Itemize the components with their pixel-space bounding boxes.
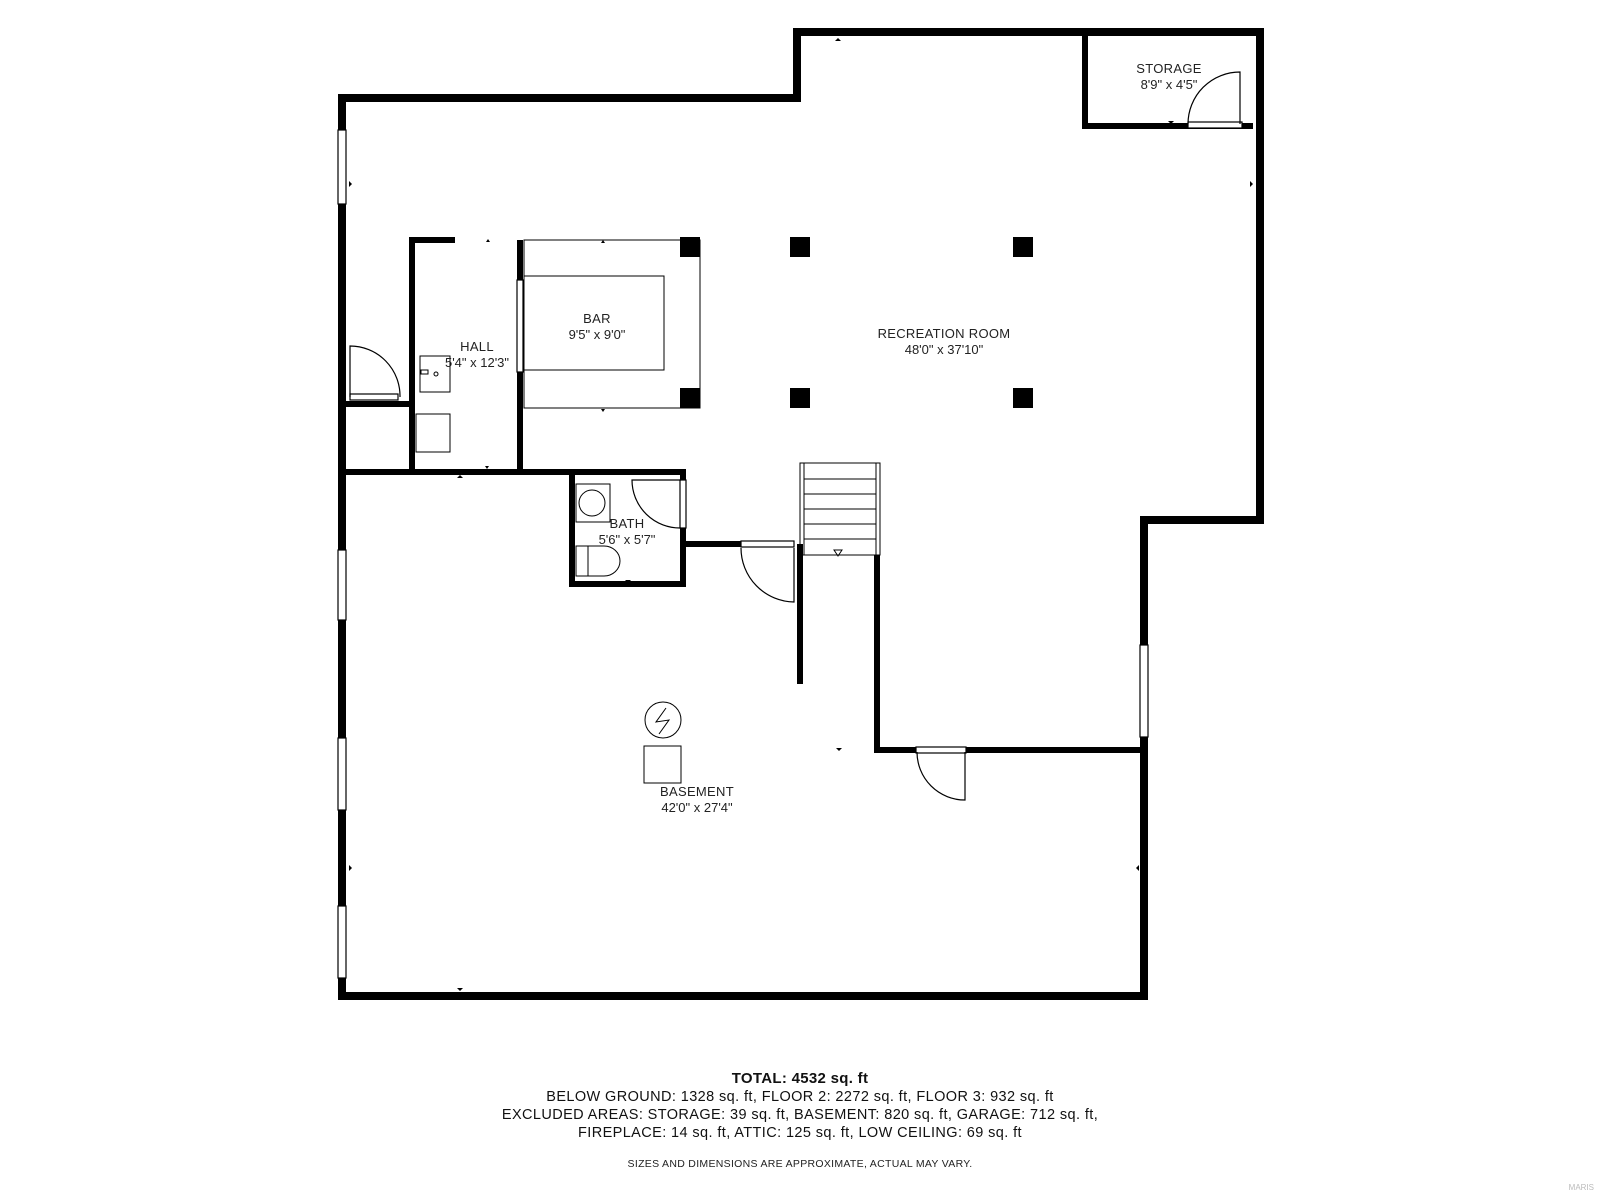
- room-dimensions: 5'4" x 12'3": [444, 355, 510, 370]
- furnace-icon: [643, 745, 682, 784]
- window-west-3: [337, 737, 347, 811]
- bar-counter-inner: [523, 275, 665, 371]
- room-label-basement: BASEMENT 42'0" x 27'4": [660, 784, 734, 816]
- column-5: [790, 388, 810, 408]
- floor-plan: [337, 28, 1264, 1000]
- bar-counter: [523, 239, 701, 409]
- disclaimer: SIZES AND DIMENSIONS ARE APPROXIMATE, AC…: [627, 1158, 973, 1170]
- area-line-1: BELOW GROUND: 1328 sq. ft, FLOOR 2: 2272…: [546, 1089, 1054, 1105]
- area-line-2: EXCLUDED AREAS: STORAGE: 39 sq. ft, BASE…: [501, 1107, 1099, 1123]
- doors: [349, 71, 1243, 801]
- room-label-hall: HALL 5'4" x 12'3": [445, 339, 509, 371]
- room-name: STORAGE: [1136, 61, 1202, 76]
- bath-sink-cabinet: [575, 483, 611, 523]
- room-dimensions: 5'6" x 5'7": [598, 532, 656, 547]
- room-dimensions: 48'0" x 37'10": [904, 342, 984, 357]
- room-name: RECREATION ROOM: [877, 326, 1011, 341]
- room-name: BASEMENT: [660, 784, 734, 799]
- hall-sink: [419, 355, 451, 393]
- basement-north-wall: [342, 469, 686, 587]
- column-3: [1013, 237, 1033, 257]
- door-basement-south: [915, 746, 967, 801]
- hall-cabinet: [415, 413, 451, 453]
- room-name: HALL: [460, 339, 494, 354]
- room-label-bath: BATH 5'6" x 5'7": [599, 516, 656, 548]
- column-1: [680, 237, 700, 257]
- window-east-1: [1139, 644, 1149, 738]
- water-heater-icon: [644, 701, 682, 739]
- exterior-walls: [338, 28, 1264, 1000]
- total-area: TOTAL: 4532 sq. ft: [731, 1070, 869, 1087]
- room-label-storage: STORAGE 8'9" x 4'5": [1136, 61, 1201, 93]
- window-west-2: [337, 549, 347, 621]
- stair-partition-right: [874, 555, 1144, 753]
- door-basement-stair: [740, 540, 795, 603]
- room-label-recreation: RECREATION ROOM 48'0" x 37'10": [878, 326, 1011, 358]
- bath-toilet: [587, 545, 621, 577]
- bath-sink: [578, 489, 606, 517]
- window-west-1: [337, 129, 347, 205]
- watermark: MARIS: [1568, 1183, 1594, 1192]
- exterior-wall-outline: [338, 28, 1264, 1000]
- column-4: [680, 388, 700, 408]
- columns: [680, 237, 1033, 408]
- dimension-ticks: [349, 38, 1253, 991]
- column-6: [1013, 388, 1033, 408]
- window-bar-gap: [516, 279, 524, 373]
- room-dimensions: 8'9" x 4'5": [1140, 77, 1198, 92]
- room-label-bar: BAR 9'5" x 9'0": [569, 311, 626, 343]
- door-storage: [1187, 71, 1243, 129]
- stair-arrow: [833, 549, 843, 557]
- column-2: [790, 237, 810, 257]
- room-name: BATH: [609, 516, 645, 531]
- door-bath: [631, 479, 687, 529]
- room-dimensions: 42'0" x 27'4": [661, 800, 733, 815]
- hall-wall-left: [409, 237, 455, 472]
- area-line-3: FIREPLACE: 14 sq. ft, ATTIC: 125 sq. ft,…: [578, 1125, 1022, 1141]
- stairs: [799, 462, 881, 557]
- room-dimensions: 9'5" x 9'0": [568, 327, 626, 342]
- window-west-4: [337, 905, 347, 979]
- windows: [337, 129, 1149, 979]
- fixtures: [415, 355, 682, 784]
- door-hall-west: [349, 345, 401, 401]
- area-summary: TOTAL: 4532 sq. ft BELOW GROUND: 1328 sq…: [0, 1070, 1600, 1142]
- room-name: BAR: [583, 311, 611, 326]
